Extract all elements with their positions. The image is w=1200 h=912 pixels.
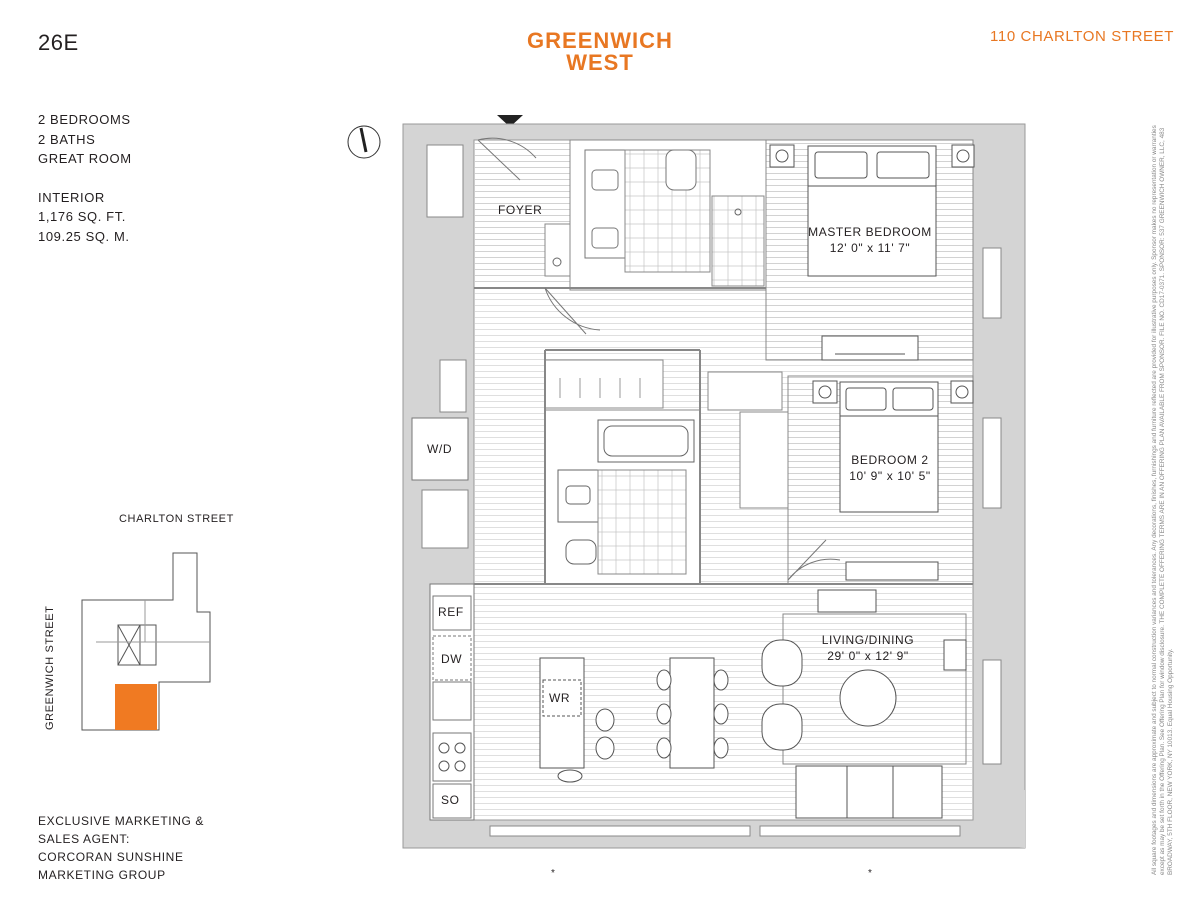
- baths-count: 2 BATHS: [38, 131, 96, 147]
- master-bedroom: [765, 139, 975, 361]
- master-bedroom-name: MASTER BEDROOM: [808, 225, 932, 239]
- bath-2: [544, 409, 701, 585]
- living-dining-name: LIVING/DINING: [821, 633, 915, 647]
- master-bedroom-label: MASTER BEDROOM 12' 0" x 11' 7": [800, 224, 940, 256]
- agent-line-2: SALES AGENT:: [38, 832, 130, 846]
- footnote-mark-left: *: [551, 868, 556, 879]
- washer-dryer-label: W/D: [427, 442, 453, 456]
- interior-sqft: 1,176 SQ. FT.: [38, 209, 127, 224]
- north-arrow-icon: [347, 125, 381, 159]
- entry-arrow-icon: [497, 115, 523, 127]
- master-bath: [569, 139, 767, 291]
- bedroom-2-dims: 10' 9" x 10' 5": [849, 469, 931, 483]
- kitchen: [429, 583, 475, 821]
- bedroom-2: [787, 375, 974, 585]
- living-dining-label: LIVING/DINING 29' 0" x 12' 9": [808, 632, 928, 664]
- dining-table: [656, 657, 729, 769]
- bedroom-2-label: BEDROOM 2 10' 9" x 10' 5": [830, 452, 950, 484]
- unit-number: 26E: [38, 30, 79, 55]
- brand-logo: GREENWICH WEST: [500, 30, 700, 74]
- master-bedroom-dims: 12' 0" x 11' 7": [829, 241, 911, 255]
- wine-refrigerator-label: WR: [549, 691, 571, 705]
- agent-line-4: MARKETING GROUP: [38, 868, 166, 882]
- key-plan: [81, 552, 211, 731]
- brand-line-1: GREENWICH: [527, 28, 673, 53]
- unit-summary: 2 BEDROOMS 2 BATHS GREAT ROOM INTERIOR 1…: [38, 110, 132, 246]
- interior-sqm: 109.25 SQ. M.: [38, 228, 130, 244]
- living-furniture: [761, 589, 967, 819]
- bedrooms-count: 2 BEDROOMS: [38, 112, 131, 127]
- brand-line-2: WEST: [566, 50, 634, 75]
- dishwasher-label: DW: [441, 652, 463, 666]
- foyer-label: FOYER: [498, 203, 543, 217]
- washer-dryer: [411, 417, 469, 481]
- footnote-mark-right: *: [868, 868, 873, 879]
- unit-highlight: [115, 684, 157, 730]
- speed-oven-label: SO: [441, 793, 460, 807]
- kitchen-island: [539, 657, 615, 783]
- agent-line-1: EXCLUSIVE MARKETING &: [38, 814, 204, 828]
- agent-line-3: CORCORAN SUNSHINE: [38, 850, 184, 864]
- living-dining-dims: 29' 0" x 12' 9": [827, 649, 909, 663]
- interior-label: INTERIOR: [38, 189, 105, 205]
- great-room: GREAT ROOM: [38, 151, 132, 166]
- sales-agent: EXCLUSIVE MARKETING & SALES AGENT: CORCO…: [38, 812, 204, 884]
- keyplan-street-top: CHARLTON STREET: [119, 513, 234, 525]
- bedroom-2-name: BEDROOM 2: [851, 453, 929, 467]
- address: 110 CHARLTON STREET: [990, 28, 1174, 45]
- refrigerator-label: REF: [438, 605, 464, 619]
